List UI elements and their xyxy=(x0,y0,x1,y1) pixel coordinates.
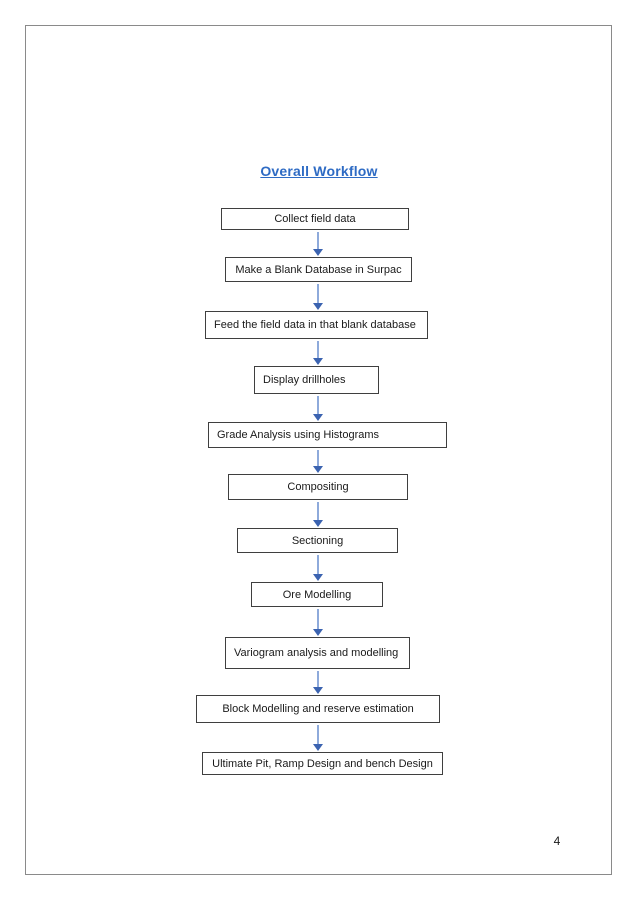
flow-arrow-line xyxy=(317,396,319,416)
flow-arrow-head xyxy=(312,687,323,694)
flow-arrow-head xyxy=(312,744,323,751)
flow-arrow-line xyxy=(317,671,319,689)
flow-step-8: Ore Modelling xyxy=(251,582,383,607)
flow-arrow-head xyxy=(312,466,323,473)
flow-arrow-line xyxy=(317,232,319,251)
flow-step-label: Display drillholes xyxy=(263,374,346,386)
flow-arrow-head xyxy=(312,520,323,527)
flow-arrow-head xyxy=(312,358,323,365)
flow-arrow-head xyxy=(312,249,323,256)
flow-step-label: Sectioning xyxy=(291,534,344,547)
flow-step-3: Feed the field data in that blank databa… xyxy=(205,311,428,339)
flow-step-11: Ultimate Pit, Ramp Design and bench Desi… xyxy=(202,752,443,775)
flow-arrow-line xyxy=(317,341,319,360)
flow-arrow-line xyxy=(317,609,319,631)
page-number: 4 xyxy=(553,834,561,848)
flow-step-10: Block Modelling and reserve estimation xyxy=(196,695,440,723)
page-title: Overall Workflow xyxy=(260,163,378,179)
flow-arrow-line xyxy=(317,725,319,746)
flow-step-4: Display drillholes xyxy=(254,366,379,394)
flow-step-2: Make a Blank Database in Surpac xyxy=(225,257,412,282)
flow-step-label: Collect field data xyxy=(274,213,356,225)
flow-step-1: Collect field data xyxy=(221,208,409,230)
flow-step-9: Variogram analysis and modelling xyxy=(225,637,410,669)
flow-arrow-head xyxy=(312,414,323,421)
flow-step-label: Ultimate Pit, Ramp Design and bench Desi… xyxy=(212,757,433,770)
flow-step-label: Block Modelling and reserve estimation xyxy=(222,703,414,715)
flow-step-label: Grade Analysis using Histograms xyxy=(217,429,380,441)
flow-step-7: Sectioning xyxy=(237,528,398,553)
flow-arrow-line xyxy=(317,450,319,468)
flow-arrow-line xyxy=(317,502,319,522)
flow-step-label: Variogram analysis and modelling xyxy=(234,647,399,659)
flow-arrow-head xyxy=(312,574,323,581)
flow-step-5: Grade Analysis using Histograms xyxy=(208,422,447,448)
flow-arrow-head xyxy=(312,303,323,310)
flow-arrow-head xyxy=(312,629,323,636)
flow-arrow-line xyxy=(317,555,319,576)
flow-step-label: Compositing xyxy=(287,481,349,493)
flow-arrow-line xyxy=(317,284,319,305)
flow-step-6: Compositing xyxy=(228,474,408,500)
flow-step-label: Ore Modelling xyxy=(282,588,352,601)
flow-step-label: Make a Blank Database in Surpac xyxy=(235,263,402,276)
flow-step-label: Feed the field data in that blank databa… xyxy=(214,319,416,331)
